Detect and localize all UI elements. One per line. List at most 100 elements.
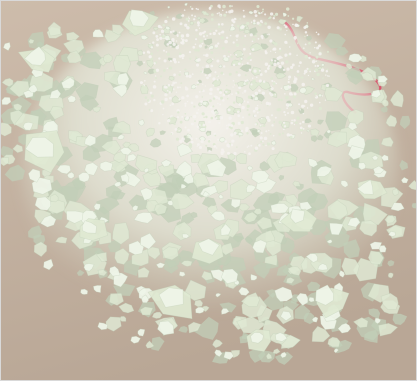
fine-grain (307, 74, 310, 77)
crystal-fragment (40, 214, 57, 228)
crystal-fragment (327, 336, 341, 348)
fine-grain (191, 73, 194, 76)
crystal-fragment (346, 109, 364, 126)
fine-grain (261, 37, 264, 40)
crystal-fragment (408, 179, 416, 191)
fine-grain (162, 23, 165, 27)
fine-grain (264, 22, 267, 25)
fine-grain (219, 6, 221, 9)
fine-grain (155, 43, 159, 47)
fine-grain (253, 10, 257, 14)
crystal-fragment (206, 159, 227, 178)
crystal-fragment (285, 277, 296, 284)
fine-grain (181, 14, 185, 17)
fine-grain (209, 87, 213, 92)
fine-grain (162, 107, 165, 110)
fine-grain (278, 47, 282, 50)
fine-grain (280, 61, 285, 65)
fine-grain (149, 42, 151, 45)
fine-grain (172, 42, 176, 46)
fine-grain (217, 23, 221, 26)
crystal-fragment (141, 294, 150, 304)
crystal-fragment (252, 192, 282, 215)
crystal-fragment (308, 157, 319, 168)
crystal-fragment (306, 281, 321, 292)
fine-grain (204, 74, 207, 77)
fine-grain (267, 25, 271, 30)
fine-grain (293, 119, 296, 122)
fine-grain (195, 56, 198, 59)
fine-grain (264, 13, 267, 16)
fine-grain (220, 148, 224, 152)
crystal-fragment (215, 292, 222, 298)
fine-grain (260, 12, 263, 14)
fine-grain (167, 118, 171, 123)
fine-grain (220, 71, 224, 75)
crystal-fragment (380, 106, 388, 113)
crystal-fragment (113, 181, 122, 188)
fine-grain (223, 54, 226, 58)
crystal-fragment (138, 119, 145, 127)
fine-grain (205, 33, 207, 36)
crystal-fragment (384, 215, 396, 224)
fine-grain (143, 79, 146, 82)
fine-grain (185, 116, 190, 120)
fine-grain (201, 112, 205, 116)
crystal-fragment (210, 210, 226, 222)
fine-grain (269, 133, 272, 135)
fine-grain (172, 88, 175, 90)
fine-grain (203, 127, 205, 130)
fine-grain (214, 80, 217, 83)
crystal-fragment (205, 58, 213, 64)
crystal-fragment (116, 72, 130, 86)
crystal-fragment (306, 35, 313, 41)
fine-grain (196, 125, 199, 128)
crystal-fragment (66, 210, 84, 224)
crystal-fragment (196, 16, 202, 20)
fine-grain (228, 116, 232, 120)
fine-grain (179, 22, 183, 26)
crystal-fragment (278, 174, 285, 181)
fine-grain (156, 31, 158, 34)
crystal-fragment (380, 292, 399, 310)
fine-grain (196, 48, 200, 52)
fine-grain (246, 104, 250, 108)
fine-grain (265, 115, 270, 120)
fine-grain (201, 42, 204, 45)
fine-grain (251, 40, 254, 43)
fine-grain (287, 54, 290, 57)
fine-grain (203, 116, 205, 119)
crystal-fragment (287, 265, 302, 276)
fine-grain (299, 126, 303, 130)
fine-grain (286, 107, 288, 110)
fine-grain (246, 79, 249, 82)
fine-grain (192, 45, 196, 49)
fine-grain (206, 76, 209, 80)
fine-grain (275, 12, 279, 16)
crystal-fragment (250, 332, 264, 344)
fine-grain (254, 34, 258, 38)
fine-grain (178, 129, 180, 132)
fine-grain (164, 93, 168, 97)
fine-grain (210, 106, 213, 109)
crystal-fragment (81, 220, 97, 234)
crystal-fragment (145, 127, 155, 137)
crystal-fragment (127, 143, 140, 153)
fine-grain (209, 29, 212, 33)
fine-grain (221, 9, 224, 12)
fine-grain (199, 20, 202, 23)
fine-grain (247, 56, 252, 60)
crystal-fragment (36, 41, 44, 48)
fine-grain (176, 86, 180, 89)
crystal-fragment (34, 196, 52, 211)
crystal-fragment (187, 321, 202, 334)
crystal-fragment (274, 151, 298, 168)
crystal-fragment (95, 252, 108, 262)
fine-grain (216, 112, 218, 114)
fine-grain (249, 33, 253, 37)
fine-grain (278, 120, 282, 125)
fine-grain (177, 44, 180, 47)
fine-grain (241, 63, 244, 66)
fine-grain (166, 16, 169, 19)
fine-grain (274, 93, 276, 96)
